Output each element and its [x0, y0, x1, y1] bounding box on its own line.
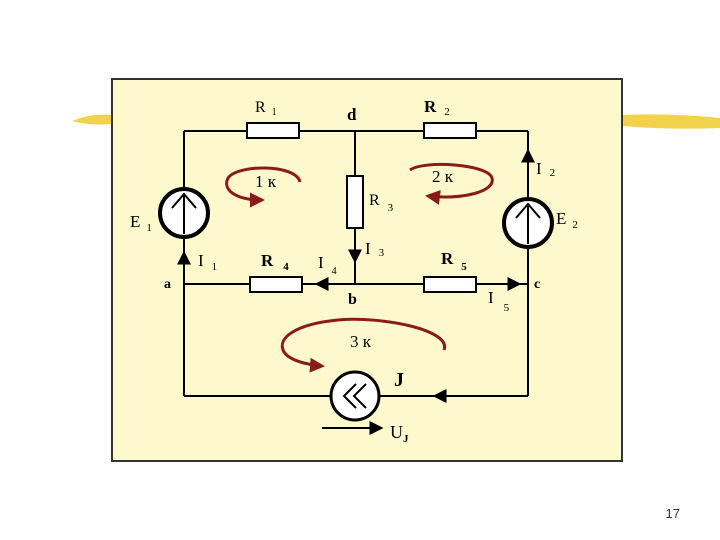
- resistor-r1: [246, 122, 300, 139]
- label-j: J: [394, 369, 404, 391]
- loop-arrow-3: [280, 317, 446, 373]
- loop-arrow-2: [409, 162, 494, 205]
- brush-stroke-right: [622, 114, 720, 129]
- node-label-c: c: [534, 277, 540, 292]
- voltage-source-e2: [502, 197, 554, 249]
- current-source-j: [329, 370, 381, 422]
- resistor-r5: [423, 276, 477, 293]
- loop-arrows: [225, 162, 494, 373]
- node-label-b: b: [348, 291, 357, 308]
- brush-stroke-left: [72, 114, 112, 125]
- loop-label-1: 1 к: [255, 172, 277, 191]
- loop-arrow-1: [225, 166, 302, 208]
- label-uj: UJ: [390, 422, 409, 445]
- node-label-d: d: [347, 105, 357, 124]
- loop-label-2: 2 к: [432, 167, 454, 186]
- resistor-r2: [423, 122, 477, 139]
- resistor-r4: [249, 276, 303, 293]
- voltage-source-e1: [158, 187, 210, 239]
- label-i5: I5: [488, 288, 510, 314]
- loop-label-3: 3 к: [350, 332, 372, 351]
- resistor-r3: [346, 175, 364, 229]
- page-number: 17: [665, 506, 680, 521]
- current-arrows: [177, 148, 535, 435]
- node-label-a: a: [164, 277, 171, 292]
